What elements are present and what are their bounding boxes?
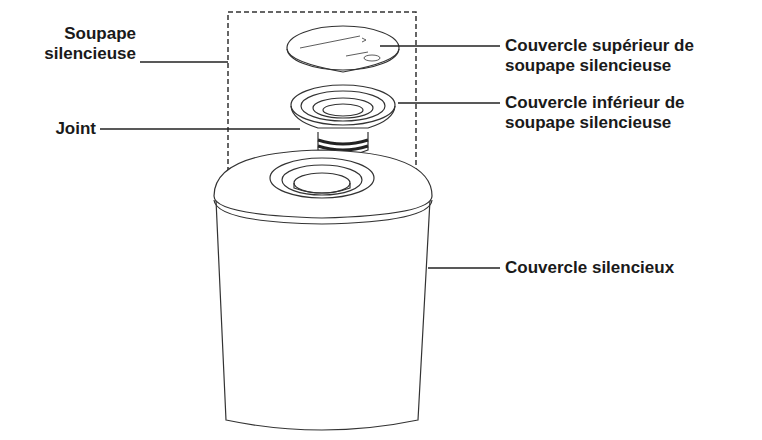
part-label: Joint bbox=[8, 119, 96, 139]
part-label: Couvercle inférieur de soupape silencieu… bbox=[505, 93, 750, 133]
leader-lines bbox=[100, 46, 500, 268]
part-label: Soupape silencieuse bbox=[44, 24, 136, 64]
lower-valve-cover bbox=[291, 85, 395, 128]
part-label: Couvercle silencieux bbox=[505, 258, 750, 278]
upper-valve-cover bbox=[287, 26, 399, 72]
part-label: Couvercle supérieur de soupape silencieu… bbox=[505, 36, 750, 76]
group-bracket bbox=[228, 12, 416, 172]
silencer-cover bbox=[214, 150, 432, 430]
